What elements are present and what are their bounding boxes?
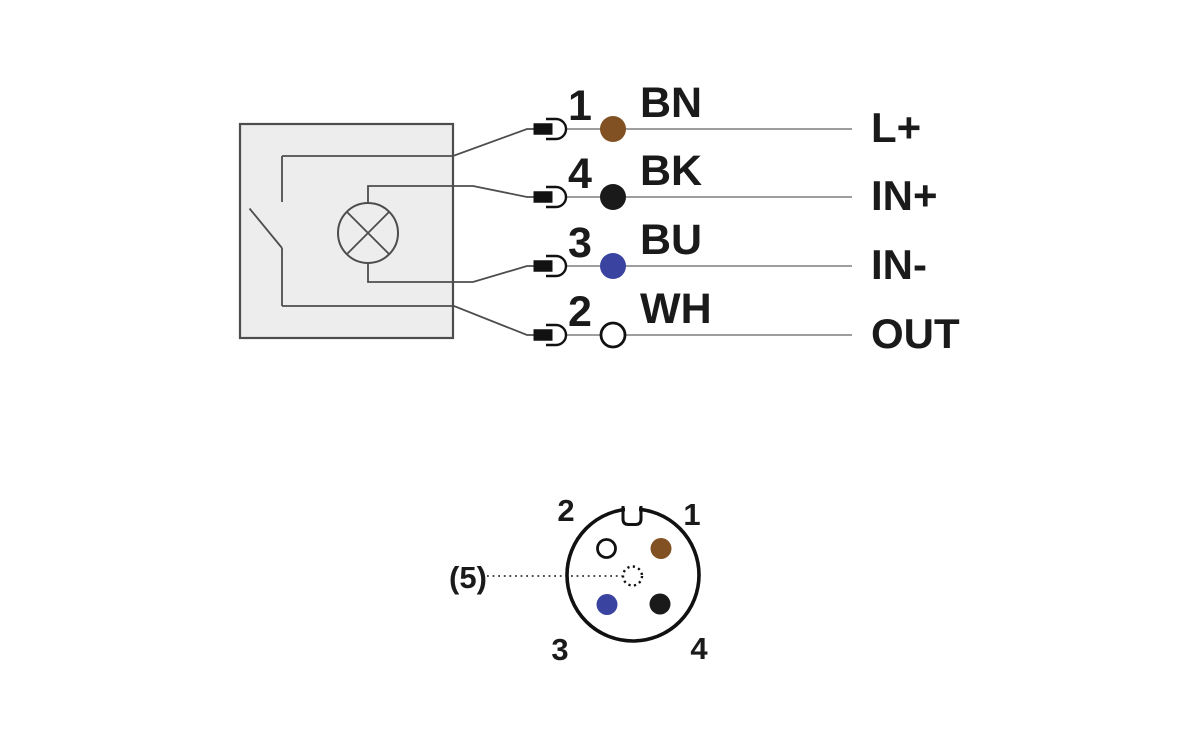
face-pin-3-dot <box>596 594 618 615</box>
lamp-icon <box>337 202 399 264</box>
face-pin-1-dot <box>650 538 672 559</box>
plug-socket-icon <box>533 185 568 209</box>
switch-icon <box>248 156 283 306</box>
keyway-notch-icon <box>621 506 643 526</box>
plug-socket-icon <box>533 323 568 347</box>
wire-color-dot <box>600 116 626 142</box>
wire-color-code: BN <box>640 79 702 127</box>
pin-number-label: 1 <box>568 82 592 130</box>
face-label-top-left: 2 <box>557 493 574 528</box>
wiring-row-pin2: 2 WH OUT <box>533 285 960 357</box>
wire-color-dot <box>600 184 626 210</box>
pin-number-label: 2 <box>568 288 592 336</box>
wiring-row-pin3: 3 BU IN- <box>533 216 927 288</box>
signal-label: IN+ <box>871 172 938 219</box>
connector-body-circle <box>565 507 701 643</box>
face-label-bottom-right: 4 <box>690 631 708 666</box>
face-label-center-pin5: (5) <box>449 560 487 595</box>
face-label-top-right: 1 <box>683 497 700 532</box>
device-leads <box>282 128 536 336</box>
face-pin-5-dotted-circle <box>621 565 644 587</box>
wiring-row-pin4: 4 BK IN+ <box>533 147 938 219</box>
notch-mask <box>625 500 639 513</box>
wire-color-code: BU <box>640 216 702 264</box>
lead-to-pin-2 <box>282 305 536 336</box>
plug-socket-icon <box>533 254 568 278</box>
face-pin-2-dot <box>596 538 617 559</box>
pin-number-label: 3 <box>568 219 592 267</box>
wire-color-dot <box>599 321 627 349</box>
face-pin-4-dot <box>649 593 671 615</box>
signal-label: IN- <box>871 241 927 288</box>
lead-to-pin-4 <box>367 185 536 203</box>
wire-color-code: WH <box>640 285 712 333</box>
wire-color-dot <box>600 253 626 279</box>
wiring-row-pin1: 1 BN L+ <box>533 79 921 151</box>
wire-color-code: BK <box>640 147 702 195</box>
pin-number-label: 4 <box>568 150 592 198</box>
sensor-device-box <box>238 122 455 340</box>
face-label-bottom-left: 3 <box>551 632 568 667</box>
lead-to-pin-3 <box>367 263 536 283</box>
lead-to-pin-1 <box>282 128 536 157</box>
signal-label: OUT <box>871 310 960 357</box>
connector-face-view: 2 1 3 4 (5) <box>449 493 708 667</box>
plug-socket-icon <box>533 117 568 141</box>
signal-label: L+ <box>871 104 921 151</box>
